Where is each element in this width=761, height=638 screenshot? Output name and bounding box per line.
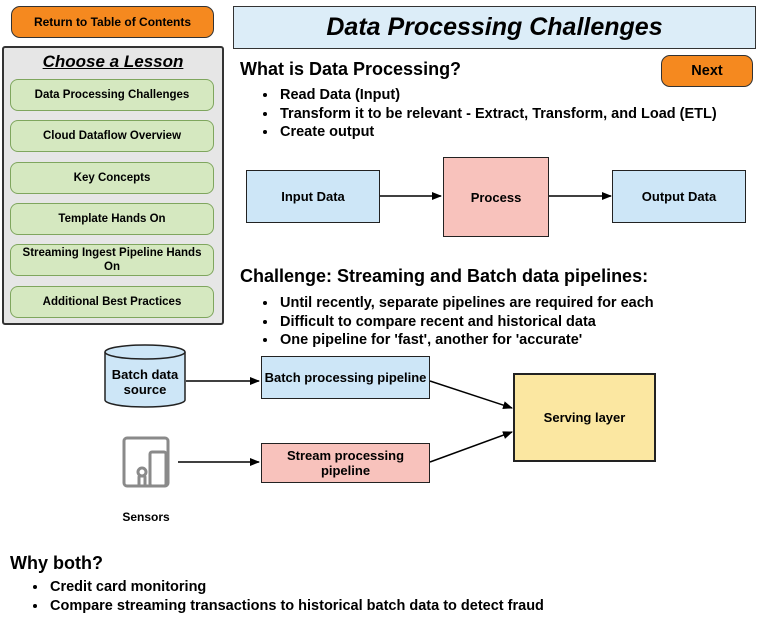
section1-bullet-list: Read Data (Input) Transform it to be rel… [240,86,755,142]
section2-bullet: Difficult to compare recent and historic… [278,313,755,332]
lesson-panel-heading: Choose a Lesson [42,52,184,71]
lesson-item-data-processing-challenges[interactable]: Data Processing Challenges [10,79,214,111]
sensors-icon [122,436,170,488]
output-data-node: Output Data [612,170,746,223]
page-title: Data Processing Challenges [233,6,756,49]
section-heading-challenge: Challenge: Streaming and Batch data pipe… [240,266,649,286]
lesson-item-streaming-ingest-pipeline[interactable]: Streaming Ingest Pipeline Hands On [10,244,214,276]
return-to-toc-button[interactable]: Return to Table of Contents [11,6,214,38]
section3-bullet: Compare streaming transactions to histor… [48,597,750,616]
section1-bullet: Read Data (Input) [278,86,755,105]
section2-bullet-list: Until recently, separate pipelines are r… [240,294,755,350]
section3-bullet-list: Credit card monitoring Compare streaming… [10,578,750,615]
section2-bullet: Until recently, separate pipelines are r… [278,294,755,313]
section2-bullet: One pipeline for 'fast', another for 'ac… [278,331,755,350]
batch-source-cylinder-icon [104,344,186,408]
sensors-label: Sensors [122,510,170,524]
stream-processing-pipeline-node: Stream processing pipeline [261,443,430,483]
section1-bullet: Transform it to be relevant - Extract, T… [278,105,755,124]
batch-data-source-label: Batch data source [111,367,179,397]
process-node: Process [443,157,549,237]
batch-processing-pipeline-node: Batch processing pipeline [261,356,430,399]
serving-layer-node: Serving layer [513,373,656,462]
arrow-stream-pipeline-to-serving [429,431,513,463]
lesson-item-cloud-dataflow-overview[interactable]: Cloud Dataflow Overview [10,120,214,152]
section-heading-what-is-data-processing: What is Data Processing? [240,59,462,79]
lesson-item-template-hands-on[interactable]: Template Hands On [10,203,214,235]
lesson-item-additional-best-practices[interactable]: Additional Best Practices [10,286,214,318]
lesson-item-key-concepts[interactable]: Key Concepts [10,162,214,194]
section3-bullet: Credit card monitoring [48,578,750,597]
section-heading-why-both: Why both? [10,553,103,573]
next-button[interactable]: Next [661,55,753,87]
arrow-batch-pipeline-to-serving [429,380,513,409]
section1-bullet: Create output [278,123,755,142]
input-data-node: Input Data [246,170,380,223]
